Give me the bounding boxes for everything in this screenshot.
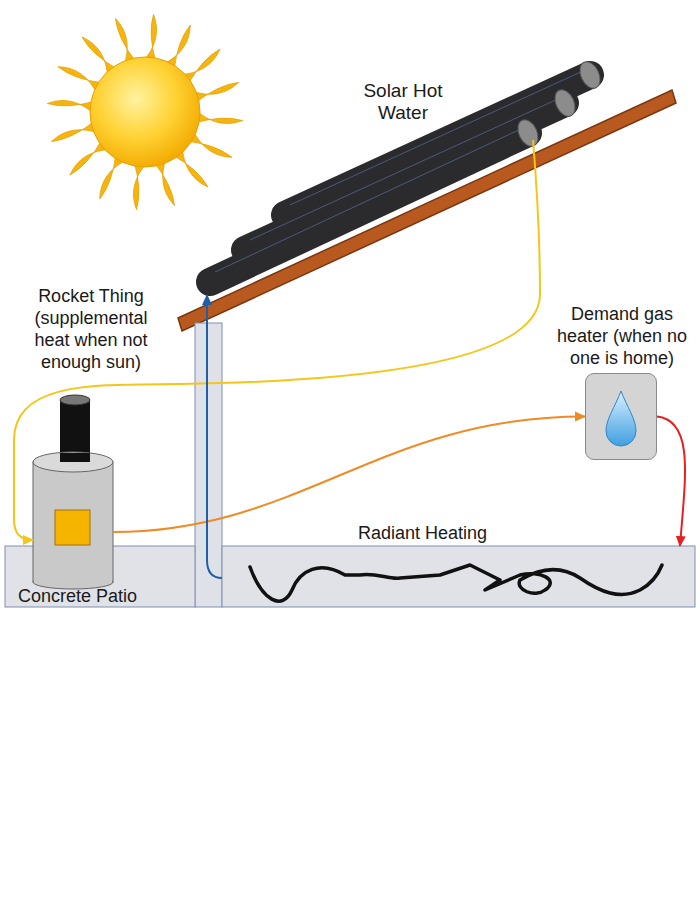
pipe-connector — [207, 295, 222, 578]
house-wall — [195, 323, 222, 607]
node-label: Solar Hot Water — [348, 80, 458, 124]
node-label: Rocket Thing (supplemental heat when not… — [16, 285, 166, 373]
pipe-connector — [657, 417, 685, 547]
collector-tube — [210, 133, 528, 282]
sun-ray — [194, 109, 243, 123]
sun-rays — [47, 14, 242, 209]
collector-tubes — [210, 59, 604, 282]
stove-top — [33, 452, 113, 472]
radiant-coil — [250, 565, 662, 601]
collector-tube — [285, 75, 590, 215]
fire-window — [55, 510, 90, 545]
tube-end — [576, 59, 604, 92]
chimney-top — [60, 395, 90, 405]
chimney-base — [60, 453, 90, 462]
stove-body — [33, 462, 113, 582]
flame-drop — [585, 373, 657, 460]
pipe-stub — [533, 140, 540, 295]
rocket-stove — [33, 395, 113, 589]
tube-end — [551, 87, 579, 120]
sun-ray — [47, 100, 96, 114]
stove-body-fill — [34, 560, 112, 582]
node-label: Demand gas heater (when no one is home) — [549, 303, 695, 369]
rocket-stove-box: Rocket Thing (supplemental heat when not… — [33, 393, 113, 585]
solar-collector: Solar Hot Water — [200, 65, 610, 295]
gas-heater: Demand gas heater (when no one is home) — [585, 373, 657, 460]
node-label: Concrete Patio — [18, 585, 178, 607]
roof-board — [178, 90, 676, 331]
patio-slab-box: Concrete Patio — [5, 546, 195, 607]
gas-flame-icon — [606, 391, 636, 446]
floor-slab — [222, 546, 695, 607]
sun — [90, 57, 200, 167]
node-label: Radiant Heating — [358, 522, 508, 544]
sun-ray — [133, 161, 147, 210]
chimney — [60, 400, 90, 464]
tube-highlight — [215, 128, 523, 272]
pipe-connector — [113, 417, 585, 533]
tube-end — [514, 117, 542, 150]
sun-ray — [142, 14, 156, 63]
radiant-slab-box: Radiant Heating — [222, 546, 695, 607]
